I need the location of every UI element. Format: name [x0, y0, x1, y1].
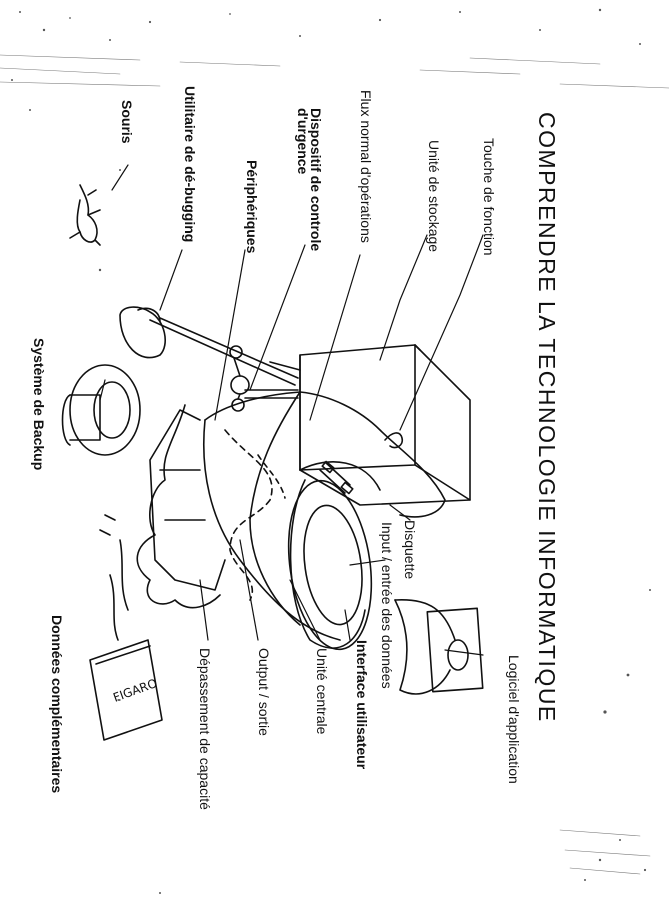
- label-unite-centrale: Unité centrale: [314, 648, 330, 735]
- toilet-paper-roll: [394, 599, 484, 695]
- label-flux-normal: Flux normal d'opérations: [358, 90, 374, 243]
- newspaper-book: [89, 639, 163, 741]
- toilet-tank: [299, 344, 471, 506]
- cistern-pipes: [244, 361, 301, 399]
- label-souris: Souris: [119, 100, 135, 144]
- label-systeme-backup: Système de Backup: [31, 338, 47, 471]
- overflow-water: [99, 404, 221, 641]
- label-unite-de-stockage: Unité de stockage: [426, 140, 442, 253]
- toilet-bowl: [149, 391, 446, 651]
- label-logiciel-application: Logiciel d'application: [506, 655, 522, 784]
- label-depassement-capacite: Dépassement de capacité: [197, 648, 213, 810]
- photocopy-noise-dense: [0, 54, 669, 875]
- top-hat-backup: [61, 364, 141, 456]
- label-interface-utilisateur: Interface utilisateur: [354, 640, 370, 770]
- leader-lines: [99, 164, 484, 701]
- label-output-sortie: Output / sortie: [256, 648, 272, 736]
- page-title: COMPRENDRE LA TECHNOLOGIE INFORMATIQUE: [534, 112, 560, 723]
- label-disquette: Disquette: [402, 520, 418, 580]
- label-peripheriques: Périphériques: [244, 160, 260, 254]
- label-dispositif-de-controle: Dispositif de controle d'urgence: [295, 108, 324, 251]
- mouse-rat-icon: [69, 184, 101, 246]
- plunger: [119, 306, 299, 386]
- label-input-entree: Input / entrée des données: [379, 522, 395, 689]
- photocopy-noise: [11, 8, 651, 894]
- label-touche-de-fonction: Touche de fonction: [481, 138, 497, 256]
- diskette-icon: [319, 460, 354, 495]
- book-cover-text: FIGARO: [111, 676, 159, 705]
- flush-handle: [384, 432, 404, 449]
- label-utilitaire-debugging: Utilitaire de dé-bugging: [182, 86, 198, 243]
- label-donnees-complementaires: Données complémentaires: [49, 615, 65, 794]
